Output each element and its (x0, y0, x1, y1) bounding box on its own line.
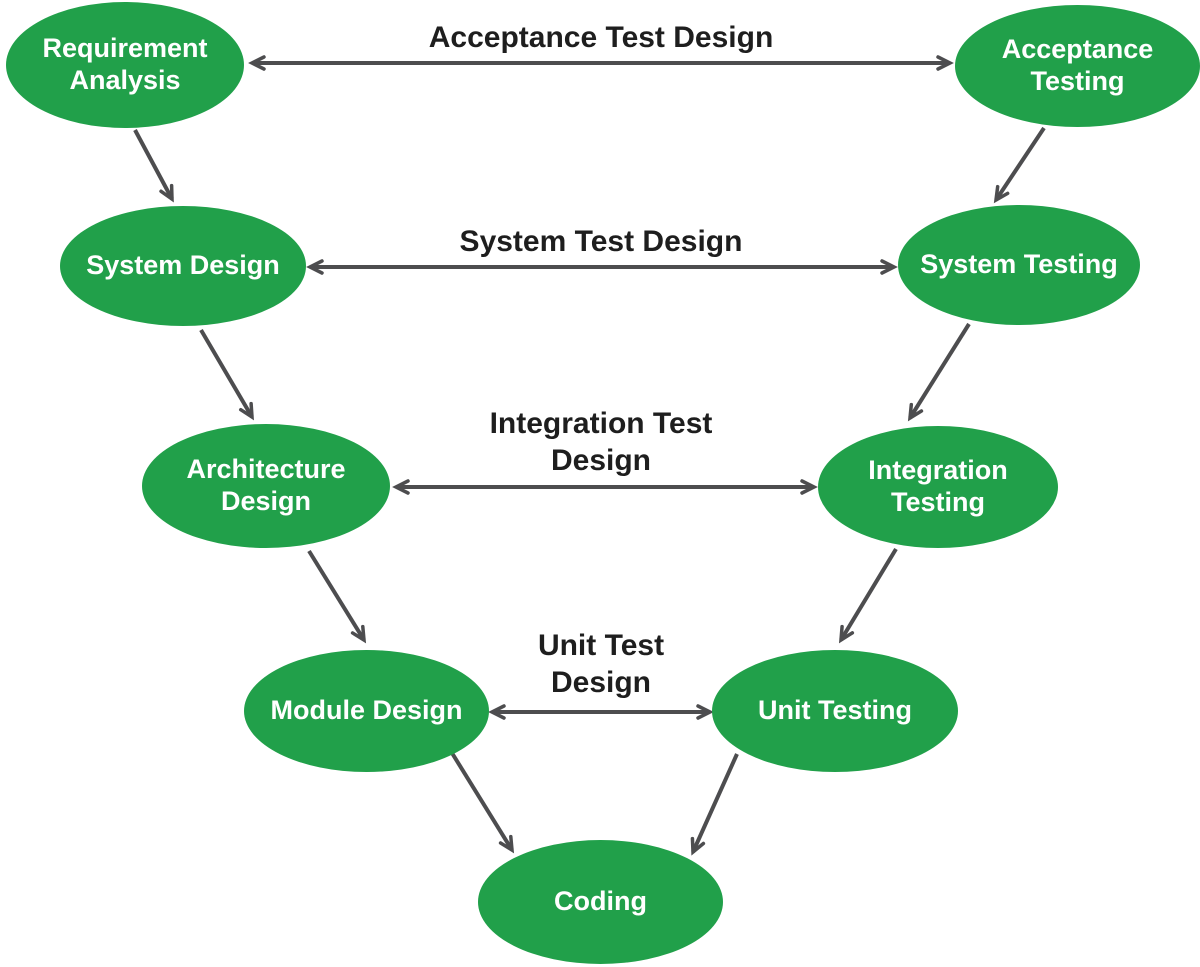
label-unit-test-design: Unit Test Design (537, 629, 665, 699)
arrow-unit-testing-to-coding (690, 753, 739, 856)
arrow-acceptance-to-system-testing (993, 126, 1046, 204)
node-integration-testing: Integration Testing (818, 426, 1058, 548)
arrow-architecture-to-module (307, 549, 367, 644)
arrow-requirement-to-system-design (133, 129, 174, 203)
label-integration-test-design: Integration Test Design (489, 407, 713, 477)
node-system-testing: System Testing (898, 205, 1140, 325)
label-acceptance-test-design: Acceptance Test Design (428, 21, 774, 54)
node-unit-testing: Unit Testing (712, 650, 958, 772)
label-system-test-design: System Test Design (459, 225, 743, 258)
arrow-module-to-coding (450, 751, 515, 854)
node-module-design: Module Design (244, 650, 489, 772)
node-coding: Coding (478, 840, 723, 964)
arrow-system-design-to-architecture (199, 328, 254, 421)
arrow-system-testing-to-integration (907, 322, 971, 422)
arrow-integration-to-unit-testing (838, 547, 898, 644)
node-architecture-design: Architecture Design (142, 424, 390, 548)
node-requirement-analysis: Requirement Analysis (6, 2, 244, 128)
node-system-design: System Design (60, 206, 306, 326)
node-acceptance-testing: Acceptance Testing (955, 5, 1200, 127)
